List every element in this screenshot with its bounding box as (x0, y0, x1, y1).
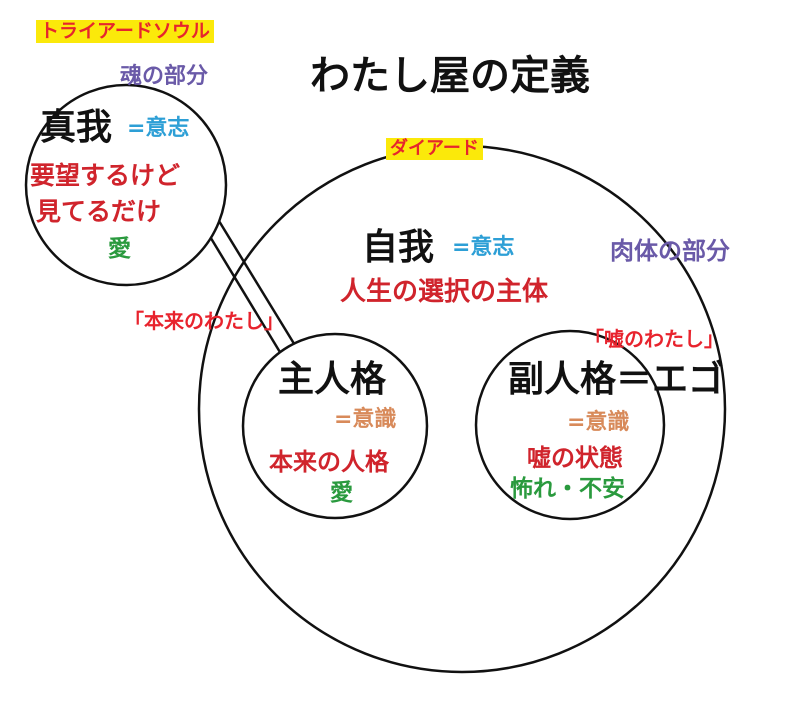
page-title: わたし屋の定義 (310, 53, 590, 99)
true-self-circle (24, 83, 228, 287)
true-self-desc-2: 見てるだけ (36, 197, 162, 226)
true-self-label: 真我 (40, 107, 113, 148)
sub-consciousness-label: =意識 (567, 410, 630, 435)
soul-part-label: 魂の部分 (120, 64, 209, 89)
sub-desc-label: 嘘の状態 (527, 444, 623, 472)
real-me-label: 「本来のわたし」 (124, 309, 284, 333)
main-persona-label: 主人格 (278, 359, 387, 400)
main-consciousness-label: =意識 (334, 407, 397, 432)
dyad-label: ダイアード (386, 138, 483, 160)
true-self-love: 愛 (108, 236, 131, 262)
true-self-desc-1: 要望するけど (30, 161, 181, 190)
triad-soul-label: トライアードソウル (36, 20, 214, 43)
life-subject-label: 人生の選択の主体 (340, 277, 549, 307)
body-part-label: 肉体の部分 (610, 237, 730, 265)
ego-self-will: =意志 (452, 235, 515, 260)
sub-persona-circle (474, 329, 666, 521)
ego-self-label: 自我 (362, 227, 435, 268)
sub-persona-label: 副人格＝エゴ (508, 359, 725, 400)
sub-fear-label: 怖れ・不安 (510, 476, 625, 502)
true-self-will: =意志 (127, 116, 190, 141)
main-love-label: 愛 (330, 480, 353, 506)
connector-line-right (217, 220, 306, 361)
false-me-label: 「嘘のわたし」 (584, 327, 724, 351)
connector-line-left (204, 229, 294, 373)
main-persona-circle (241, 332, 429, 520)
main-desc-label: 本来の人格 (269, 448, 389, 476)
